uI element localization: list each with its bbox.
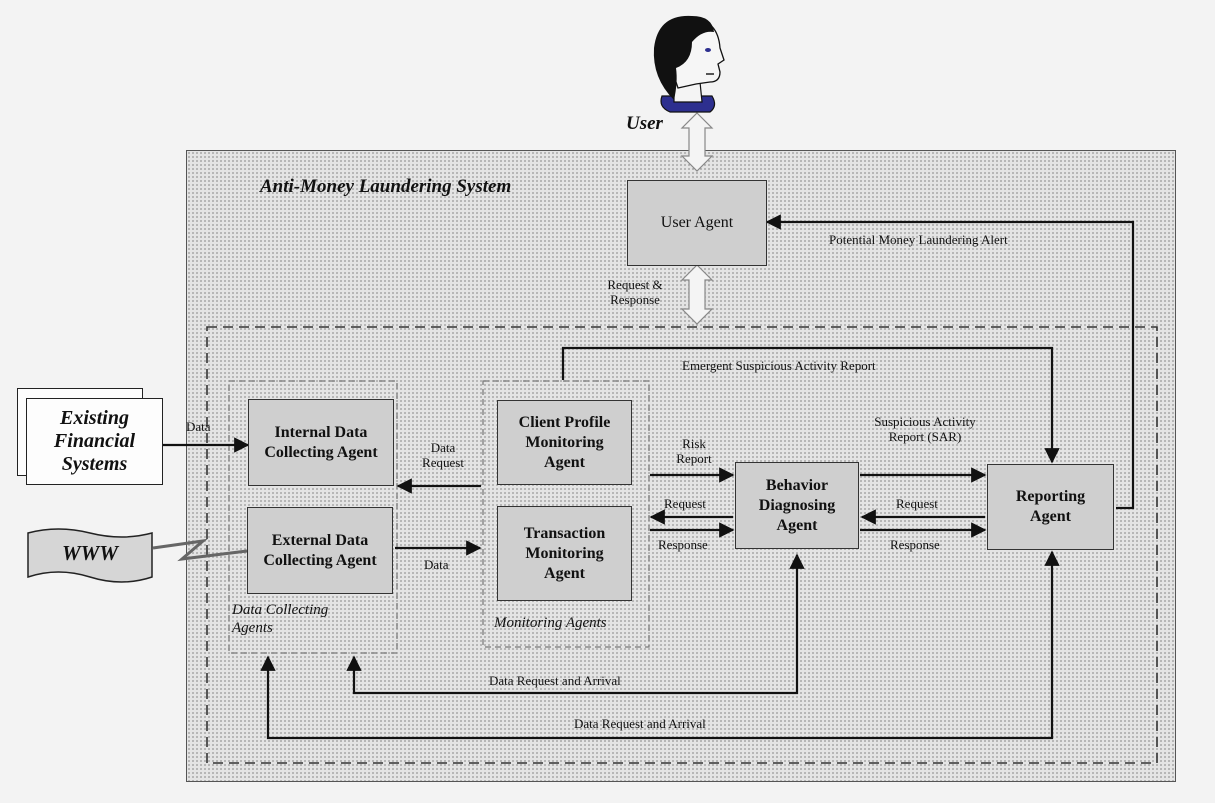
data-collecting-group-label: Data Collecting Agents [232,602,329,636]
request-1-label: Request [664,496,706,511]
emergent-sar-arrow [561,346,1060,464]
www-label: WWW [61,541,119,565]
existing-financial-systems: Existing Financial Systems [26,398,163,485]
external-data-collecting-agent: External Data Collecting Agent [247,507,393,594]
alert-arrow [765,214,1135,510]
potential-alert-label: Potential Money Laundering Alert [829,232,1008,247]
sar-label: Suspicious Activity Report (SAR) [874,414,976,444]
user-label: User [626,113,663,134]
behavior-diagnosing-agent: Behavior Diagnosing Agent [735,462,859,549]
www-lightning [152,538,248,562]
data-request-arrival-2-label: Data Request and Arrival [574,716,706,731]
request-response-double-arrow [680,264,714,325]
emergent-sar-label: Emergent Suspicious Activity Report [682,358,876,373]
reporting-agent: Reporting Agent [987,464,1114,550]
request-2-label: Request [896,496,938,511]
response-2-label: Response [890,537,940,552]
user-agent-box: User Agent [627,180,767,266]
data-request-arrival-2 [260,550,1060,740]
agent-subsystem-boundary [206,326,1158,764]
transaction-monitoring-agent: Transaction Monitoring Agent [497,506,632,601]
monitoring-group-label: Monitoring Agents [494,615,607,631]
data-request-arrival-1-label: Data Request and Arrival [489,673,621,688]
user-double-arrow [680,112,714,172]
data-forward-label: Data [424,557,449,572]
risk-report-label: Risk Report [676,436,712,466]
client-profile-monitoring-agent: Client Profile Monitoring Agent [497,400,632,485]
data-in-label: Data [186,419,211,434]
request-response-label: Request & Response [607,277,663,307]
system-title: Anti-Money Laundering System [260,176,512,197]
response-1-label: Response [658,537,708,552]
user-icon [653,15,725,113]
internal-data-collecting-agent: Internal Data Collecting Agent [248,399,394,486]
data-request-label: Data Request [422,440,464,470]
www-banner-icon [27,528,153,583]
